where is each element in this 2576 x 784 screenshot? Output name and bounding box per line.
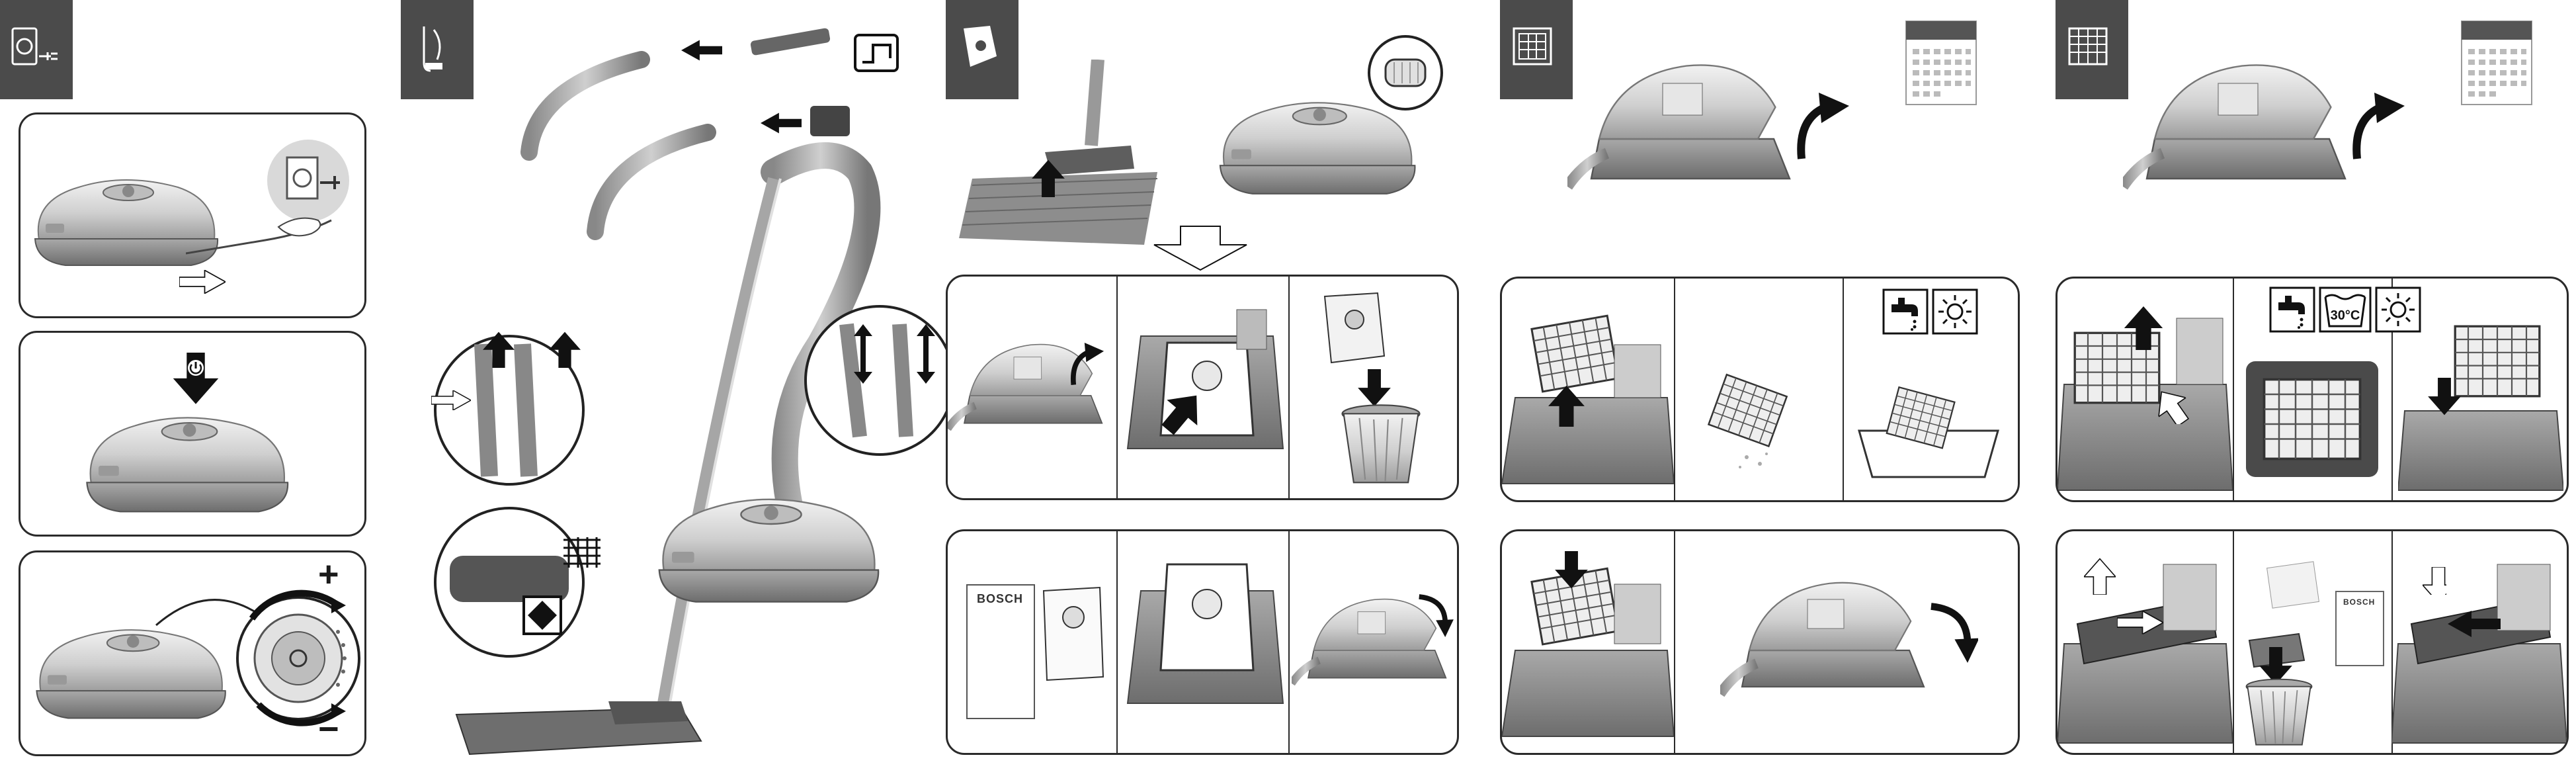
- filter-compartment: [1502, 558, 1674, 743]
- panel-remove-dust-bag: [946, 275, 1459, 500]
- power-cord: [186, 207, 338, 267]
- lift-cover-arrow: [2084, 558, 2116, 595]
- power-minus-label: −: [318, 711, 339, 747]
- bag-box: BOSCH: [966, 584, 1035, 719]
- detach-brush-arrow: [761, 112, 802, 134]
- vacuum-cleaner-body: [77, 396, 295, 521]
- section-accessories: [423, 13, 946, 781]
- filter-box-brand: BOSCH: [2343, 597, 2383, 607]
- filter-box: BOSCH: [2335, 591, 2384, 666]
- vacuum-lid-open: [1567, 26, 1806, 251]
- panel-power-control: + −: [19, 550, 366, 756]
- dust-bag: [1318, 290, 1391, 369]
- exhaust-compartment: [2398, 318, 2563, 497]
- bag-compartment: [1121, 538, 1286, 743]
- main-vacuum-illustration: [423, 13, 946, 781]
- section-tab-plug: [0, 0, 73, 99]
- waste-bin: [2243, 677, 2315, 750]
- lift-filter-arrow: [2124, 305, 2163, 350]
- hard-floor-icon: [522, 595, 562, 635]
- bag-box-brand: BOSCH: [977, 592, 1034, 606]
- vacuum-lid-open: [1720, 558, 1938, 743]
- open-lid-arrow: [1792, 93, 1852, 165]
- open-lid-arrow: [1067, 343, 1106, 389]
- carpet-icon: [562, 536, 602, 569]
- lock-up-arrow: [549, 331, 581, 368]
- water-tap-icon: [1882, 288, 1929, 335]
- close-lid-arrow: [1925, 597, 1978, 664]
- wash-temperature-icon: 30°C: [2319, 286, 2372, 333]
- plug-socket-icon: [10, 23, 63, 76]
- press-cover-arrow: [2415, 558, 2446, 595]
- power-icon: [186, 358, 206, 378]
- panel-replace-exhaust-filter: BOSCH: [2056, 529, 2569, 755]
- panel-insert-dust-bag: BOSCH: [946, 529, 1459, 755]
- water-tap-icon: [2269, 286, 2315, 333]
- pull-bag-arrow: [1159, 389, 1206, 435]
- panel-reinsert-motor-filter: [1500, 529, 2020, 755]
- insert-filter-arrow: [1555, 551, 1588, 589]
- dust-bag-indicator-scene: [959, 20, 1488, 271]
- calendar-icon: [1905, 20, 1977, 106]
- exhaust-filter-washed: [2243, 355, 2382, 484]
- section-tab-motor-filter: [1500, 0, 1573, 99]
- release-button-arrow: [431, 390, 471, 410]
- exhaust-filter-icon: [2065, 23, 2118, 76]
- panel-power-on: [19, 331, 366, 537]
- power-plus-label: +: [318, 556, 339, 592]
- filter-compartment: [1502, 305, 1674, 490]
- telescopic-adjust-icon: [850, 324, 876, 384]
- next-step-arrow: [1151, 225, 1250, 271]
- panel-wash-exhaust-filter: 30°C: [2056, 277, 2569, 502]
- telescopic-adjust-icon: [913, 324, 939, 384]
- slide-out-arrow: [2117, 611, 2163, 634]
- panel-clean-motor-filter: [1500, 277, 2020, 502]
- drying-filter: [1852, 378, 2005, 484]
- tap-filter-clean: [1700, 331, 1819, 477]
- new-dust-bag: [1040, 584, 1106, 683]
- new-filter-sheet: [2266, 561, 2319, 608]
- pull-cord-arrow: [179, 270, 226, 294]
- waste-bin: [1338, 402, 1424, 488]
- detach-nozzle-arrow: [681, 40, 722, 61]
- remove-filter-arrow: [1548, 384, 1585, 427]
- slide-in-arrow: [2448, 611, 2501, 637]
- lift-nozzle-arrow: [1032, 159, 1065, 197]
- insert-filter-arrow: [2428, 378, 2461, 416]
- sun-dry-icon: [1932, 288, 1978, 335]
- lock-up-arrow: [483, 331, 515, 368]
- wash-temperature-label: 30°C: [2331, 308, 2360, 323]
- bag-full-indicator-zoom: [1356, 33, 1455, 112]
- release-latch-arrow: [2157, 384, 2190, 424]
- open-lid-arrow: [2348, 93, 2407, 165]
- vacuum-lid-open: [2123, 26, 2361, 251]
- power-dial: [232, 579, 364, 738]
- section-tab-exhaust-filter: [2056, 0, 2128, 99]
- motor-filter-icon: [1510, 23, 1563, 76]
- bag-compartment: [1121, 283, 1286, 488]
- close-lid-arrow: [1414, 591, 1454, 637]
- panel-plug-in: [19, 112, 366, 318]
- upholstery-icon: [853, 33, 899, 73]
- calendar-icon: [2460, 20, 2533, 106]
